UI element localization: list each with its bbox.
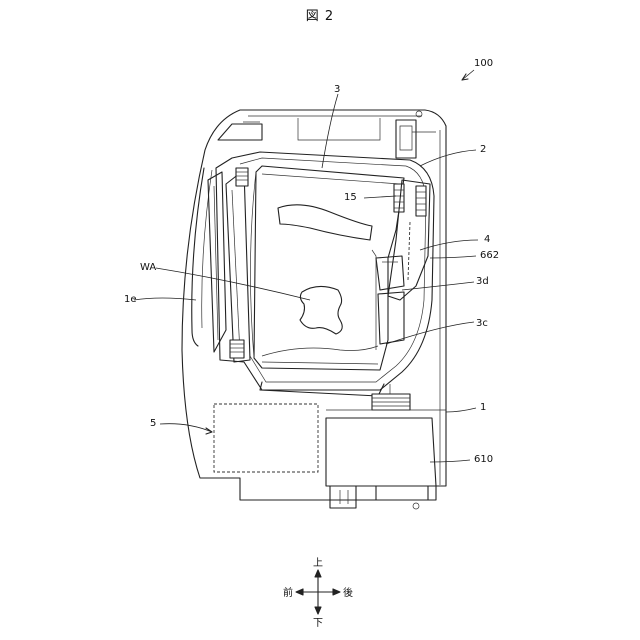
label-1: 1 [480,402,486,413]
label-1e: 1e [124,294,137,305]
rear-components [372,180,430,350]
direction-up: 上 [313,557,323,569]
direction-back: 後 [343,586,353,599]
housing-outline [182,110,446,500]
label-5: 5 [150,418,156,429]
door-assembly [208,168,250,362]
label-WA: WA [140,262,156,273]
direction-front: 前 [283,586,293,599]
label-100: 100 [474,58,493,69]
laundry-item [300,286,342,334]
direction-indicator [296,570,340,614]
label-2: 2 [480,144,486,155]
label-4: 4 [484,234,490,245]
label-3d: 3d [476,276,489,287]
bellows [372,384,410,410]
label-15: 15 [344,192,357,203]
label-3c: 3c [476,318,488,329]
label-610: 610 [474,454,493,465]
direction-down: 下 [313,618,323,629]
label-662: 662 [480,250,499,261]
unit-610 [326,410,446,509]
label-3: 3 [334,84,340,95]
figure-title: 図 2 [306,9,334,24]
control-unit-5 [214,404,318,472]
